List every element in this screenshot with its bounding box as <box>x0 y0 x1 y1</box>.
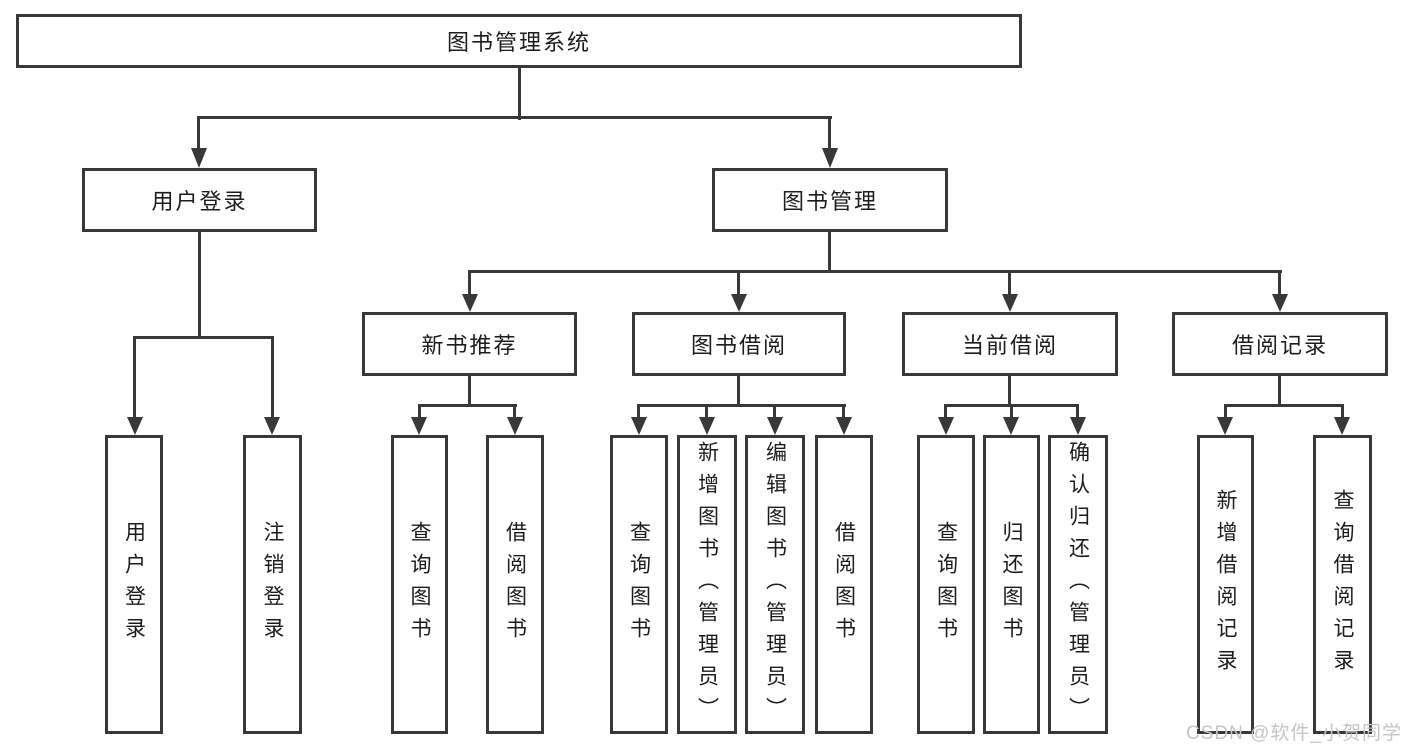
connector-borrow-leaf3 <box>773 404 776 418</box>
connector-to-records <box>1278 270 1281 296</box>
leaf-records-query-record: 查询借阅记录 <box>1313 435 1372 734</box>
connector-records-hbar <box>1224 404 1344 407</box>
arrow-to-records-icon <box>1272 294 1288 312</box>
leaf-current-query-books: 查询图书 <box>917 435 975 734</box>
arrow-current-leaf3-icon <box>1070 417 1086 435</box>
leaf-user-login-label: 用户登录 <box>122 520 146 649</box>
leaf-recommend-query-books: 查询图书 <box>391 435 448 734</box>
arrow-borrow-leaf4-icon <box>836 417 852 435</box>
connector-modules-hbar <box>468 270 1282 273</box>
leaf-current-return-books: 归还图书 <box>983 435 1040 734</box>
arrow-to-current-icon <box>1002 294 1018 312</box>
leaf-current-query-books-label: 查询图书 <box>934 520 958 649</box>
leaf-borrow-borrow-books: 借阅图书 <box>815 435 873 734</box>
leaf-records-add-record: 新增借阅记录 <box>1197 435 1254 734</box>
node-book-borrow: 图书借阅 <box>632 312 846 376</box>
arrow-to-user-login-icon <box>191 148 207 168</box>
connector-recommend-hbar <box>418 404 517 407</box>
leaf-current-return-books-label: 归还图书 <box>1000 520 1024 649</box>
connector-borrow-stem <box>737 376 740 407</box>
connector-records-leaf2 <box>1341 404 1344 418</box>
connector-borrow-leaf4 <box>842 404 845 418</box>
leaf-current-confirm-return-admin: 确认归还（管理员） <box>1048 435 1108 734</box>
arrow-recommend-leaf1-icon <box>411 417 427 435</box>
arrow-recommend-leaf2-icon <box>507 417 523 435</box>
arrow-to-book-management-icon <box>822 148 838 168</box>
node-book-management: 图书管理 <box>712 168 948 232</box>
node-user-login: 用户登录 <box>82 168 317 232</box>
connector-root-hbar <box>197 116 832 119</box>
leaf-records-query-record-label: 查询借阅记录 <box>1331 488 1355 681</box>
connector-to-current <box>1008 270 1011 296</box>
arrow-borrow-leaf2-icon <box>699 417 715 435</box>
node-borrow-records: 借阅记录 <box>1172 312 1388 376</box>
connector-recommend-leaf2 <box>513 404 516 418</box>
leaf-borrow-query-books: 查询图书 <box>610 435 668 734</box>
arrow-to-leaf-user-login-icon <box>127 417 143 435</box>
arrow-records-leaf1-icon <box>1217 417 1233 435</box>
csdn-watermark: CSDN @软件_小贺同学 <box>1186 723 1402 744</box>
node-user-login-label: 用户登录 <box>151 189 248 214</box>
connector-root-stem <box>518 68 521 120</box>
node-borrow-records-label: 借阅记录 <box>1231 333 1328 358</box>
arrow-to-leaf-logout-icon <box>264 417 280 435</box>
connector-to-user-login <box>197 116 200 150</box>
node-book-management-label: 图书管理 <box>781 189 878 214</box>
node-root-label: 图书管理系统 <box>446 30 591 55</box>
connector-recommend-leaf1 <box>418 404 421 418</box>
leaf-recommend-borrow-books-label: 借阅图书 <box>503 520 527 649</box>
leaf-borrow-edit-books-admin: 编辑图书（管理员） <box>745 435 805 734</box>
connector-records-leaf1 <box>1224 404 1227 418</box>
leaf-borrow-add-books-admin: 新增图书（管理员） <box>677 435 737 734</box>
node-new-book-recommend-label: 新书推荐 <box>421 333 518 358</box>
connector-to-recommend <box>468 270 471 296</box>
leaf-recommend-query-books-label: 查询图书 <box>408 520 432 649</box>
node-current-borrow: 当前借阅 <box>902 312 1118 376</box>
connector-recommend-stem <box>468 376 471 407</box>
leaf-logout-label: 注销登录 <box>261 520 285 649</box>
leaf-recommend-borrow-books: 借阅图书 <box>486 435 544 734</box>
connector-to-leaf-logout <box>271 336 274 419</box>
leaf-borrow-add-books-admin-label: 新增图书（管理员） <box>695 440 719 729</box>
connector-book-management-stem <box>828 232 831 273</box>
arrow-to-borrow-icon <box>731 294 747 312</box>
node-root: 图书管理系统 <box>16 14 1022 68</box>
connector-to-book-management <box>828 116 831 150</box>
leaf-records-add-record-label: 新增借阅记录 <box>1214 488 1238 681</box>
node-new-book-recommend: 新书推荐 <box>362 312 577 376</box>
arrow-borrow-leaf1-icon <box>631 417 647 435</box>
connector-to-leaf-user-login <box>133 336 136 419</box>
arrow-records-leaf2-icon <box>1334 417 1350 435</box>
connector-user-login-hbar <box>133 336 274 339</box>
connector-current-leaf3 <box>1076 404 1079 418</box>
arrow-current-leaf1-icon <box>938 417 954 435</box>
connector-current-leaf1 <box>944 404 947 418</box>
leaf-borrow-query-books-label: 查询图书 <box>627 520 651 649</box>
connector-current-stem <box>1008 376 1011 407</box>
arrow-current-leaf2-icon <box>1003 417 1019 435</box>
connector-current-leaf2 <box>1010 404 1013 418</box>
leaf-logout: 注销登录 <box>243 435 302 734</box>
connector-user-login-stem <box>198 232 201 339</box>
node-book-borrow-label: 图书借阅 <box>690 333 787 358</box>
connector-to-borrow <box>737 270 740 296</box>
leaf-user-login: 用户登录 <box>105 435 163 734</box>
connector-borrow-hbar <box>637 404 846 407</box>
connector-borrow-leaf1 <box>637 404 640 418</box>
connector-borrow-leaf2 <box>705 404 708 418</box>
leaf-borrow-borrow-books-label: 借阅图书 <box>832 520 856 649</box>
leaf-current-confirm-return-admin-label: 确认归还（管理员） <box>1066 440 1090 729</box>
node-current-borrow-label: 当前借阅 <box>961 333 1058 358</box>
arrow-borrow-leaf3-icon <box>767 417 783 435</box>
leaf-borrow-edit-books-admin-label: 编辑图书（管理员） <box>763 440 787 729</box>
arrow-to-recommend-icon <box>462 294 478 312</box>
connector-records-stem <box>1278 376 1281 407</box>
